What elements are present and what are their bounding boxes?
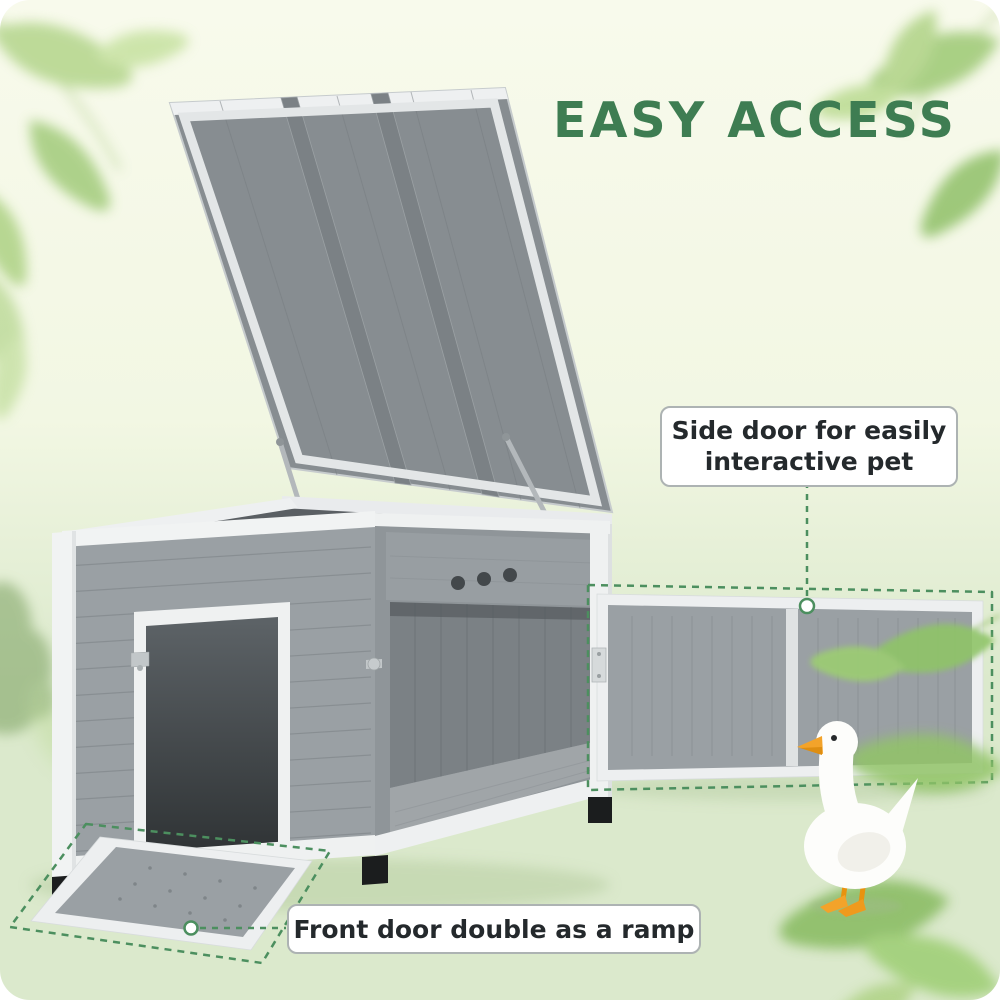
coop-body bbox=[52, 496, 612, 905]
lid-panel bbox=[168, 86, 614, 514]
callout-side-door-line2: interactive pet bbox=[704, 446, 914, 476]
callout-side-door-line1: Side door for easily bbox=[671, 416, 947, 445]
connector-side-door bbox=[798, 482, 816, 615]
door-latch bbox=[130, 651, 150, 671]
callout-front-door-label: Front door double as a ramp bbox=[293, 914, 695, 944]
duck-eye bbox=[831, 735, 837, 741]
duck-beak bbox=[797, 736, 823, 755]
callout-front-door: Front door double as a ramp bbox=[287, 904, 701, 954]
connector-front-door bbox=[183, 920, 286, 936]
front-door-opening bbox=[134, 602, 290, 870]
background-leaves-top-left bbox=[0, 4, 192, 294]
page-title: EASY ACCESS bbox=[553, 92, 957, 149]
duck-feet bbox=[820, 895, 866, 917]
background-bushes-left bbox=[0, 582, 56, 734]
background-leaves-top-right bbox=[811, 0, 1000, 250]
side-opening-interior bbox=[375, 518, 608, 855]
front-wall bbox=[52, 511, 382, 881]
vent-holes bbox=[451, 568, 517, 590]
background-leaves-left bbox=[0, 264, 37, 424]
side-door-hinge bbox=[591, 647, 607, 683]
side-door-outline bbox=[586, 583, 994, 792]
leaves-over-side-door bbox=[809, 613, 1000, 686]
duck-illustration bbox=[797, 721, 918, 917]
callout-side-door: Side door for easily interactive pet bbox=[660, 406, 958, 487]
post-latch bbox=[366, 657, 382, 671]
ramp-door bbox=[30, 836, 313, 951]
